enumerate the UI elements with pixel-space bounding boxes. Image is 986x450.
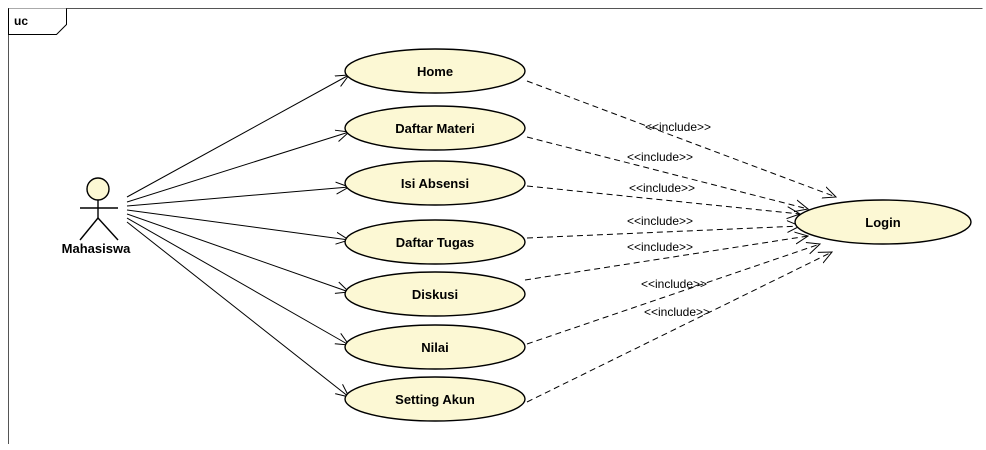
use-case-daftar-materi[interactable]: Daftar Materi <box>344 105 526 151</box>
include-label: <<include>> <box>627 150 693 164</box>
use-case-login-ellipse <box>794 199 972 245</box>
include-line-isi-absensi <box>526 185 800 214</box>
association-nilai <box>126 217 349 345</box>
actor-right-leg <box>97 217 119 241</box>
association-isi-absensi <box>126 187 349 207</box>
use-case-daftar-tugas-ellipse <box>344 219 526 265</box>
association-lines <box>126 75 349 397</box>
frame-tab <box>8 8 67 35</box>
use-case-home[interactable]: Home <box>344 48 526 94</box>
use-case-diskusi[interactable]: Diskusi <box>344 271 526 317</box>
use-case-isi-absensi[interactable]: Isi Absensi <box>344 160 526 206</box>
include-line-daftar-tugas <box>526 226 800 239</box>
diagram-frame: uc <box>8 8 983 444</box>
use-case-diskusi-label: Diskusi <box>412 287 458 302</box>
association-setting-akun <box>126 221 349 397</box>
actor-mahasiswa[interactable]: Mahasiswa <box>62 177 131 256</box>
include-labels: <<include>> <<include>> <<include>> <<inclu… <box>627 120 711 319</box>
use-case-login[interactable]: Login <box>794 199 972 245</box>
use-case-nilai-ellipse <box>344 324 526 370</box>
use-case-daftar-materi-ellipse <box>344 105 526 151</box>
include-label: <<include>> <box>627 214 693 228</box>
frame-label: uc <box>14 14 28 28</box>
include-label: <<include>> <box>629 181 695 195</box>
use-case-home-ellipse <box>344 48 526 94</box>
use-case-daftar-materi-label: Daftar Materi <box>395 121 474 136</box>
use-case-home-label: Home <box>417 64 453 79</box>
include-label: <<include>> <box>641 277 707 291</box>
include-line-daftar-materi <box>526 136 808 209</box>
use-case-login-label: Login <box>865 215 900 230</box>
include-line-home <box>526 80 836 197</box>
use-case-nilai-label: Nilai <box>421 340 448 355</box>
actor-label: Mahasiswa <box>62 241 131 256</box>
use-case-setting-akun-ellipse <box>344 376 526 422</box>
include-line-setting-akun <box>526 252 832 403</box>
use-case-setting-akun-label: Setting Akun <box>395 392 475 407</box>
use-case-isi-absensi-ellipse <box>344 160 526 206</box>
include-line-diskusi <box>524 236 808 281</box>
use-case-daftar-tugas[interactable]: Daftar Tugas <box>344 219 526 265</box>
include-label: <<include>> <box>645 120 711 134</box>
include-label: <<include>> <box>627 240 693 254</box>
use-case-setting-akun[interactable]: Setting Akun <box>344 376 526 422</box>
include-dependencies <box>524 80 836 403</box>
association-daftar-tugas <box>126 209 349 240</box>
use-case-daftar-tugas-label: Daftar Tugas <box>396 235 475 250</box>
association-daftar-materi <box>126 132 349 203</box>
include-label: <<include>> <box>644 305 710 319</box>
use-case-isi-absensi-label: Isi Absensi <box>401 176 469 191</box>
include-line-nilai <box>526 244 820 345</box>
use-case-nilai[interactable]: Nilai <box>344 324 526 370</box>
actor-head <box>86 177 110 201</box>
use-case-diskusi-ellipse <box>344 271 526 317</box>
association-diskusi <box>126 213 349 292</box>
association-home <box>126 75 349 198</box>
actor-left-leg <box>79 217 99 241</box>
